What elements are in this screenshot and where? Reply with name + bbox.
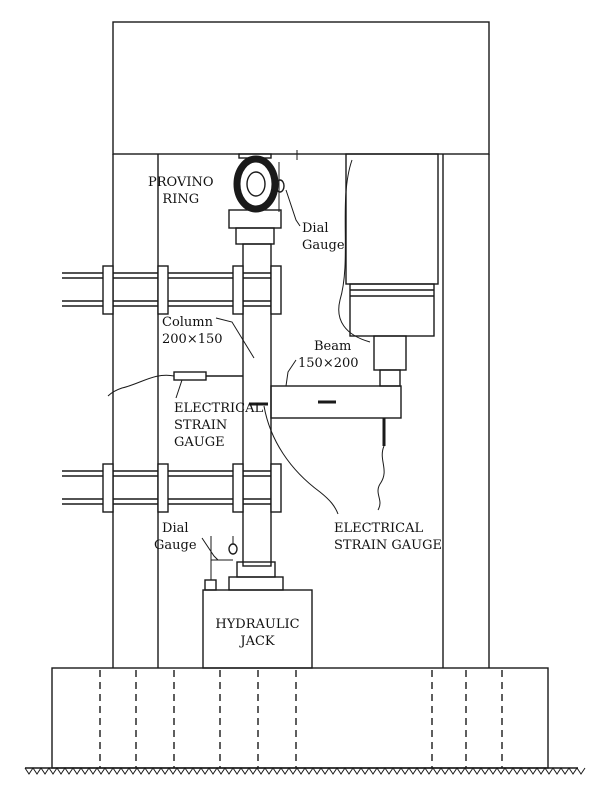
dial-gauge-bottom-label: Dial Gauge [154, 521, 197, 553]
ground-hatch [24, 767, 586, 775]
provino-ring-label: PROVINO RING [148, 175, 214, 207]
hydraulic-jack [202, 589, 313, 669]
electrical-strain-gauge-right-label: ELECTRICAL STRAIN GAUGE [334, 521, 442, 553]
loading-plunger [373, 335, 407, 371]
base-block [51, 667, 549, 769]
dial-gauge-bottom-dial [228, 543, 238, 555]
jack-top-plate [228, 576, 284, 591]
upper-clamp [62, 265, 282, 315]
dial-gauge-top-dial [275, 179, 285, 193]
top-crosshead [112, 21, 490, 155]
beam [270, 385, 402, 419]
beam-label: Beam 150×200 [298, 339, 359, 371]
column-leader [215, 317, 255, 359]
column-top-cap [235, 227, 275, 245]
lower-clamp [62, 463, 282, 513]
left-gauge-leader [175, 379, 183, 399]
beam-leader [285, 359, 297, 387]
electrical-strain-gauge-left-label: ELECTRICAL STRAIN GAUGE [174, 401, 264, 450]
ram-cable [338, 159, 371, 343]
loading-ram-lower [349, 283, 435, 337]
dial-gauge-top-label: Dial Gauge [302, 221, 345, 253]
proving-ring [233, 155, 279, 213]
loading-plunger-tip [379, 369, 401, 387]
column-label: Column 200×150 [162, 315, 223, 347]
ring-base-plate [228, 209, 282, 229]
beam-gauge-cable [377, 445, 385, 511]
column-gauge-cable [263, 405, 339, 515]
left-gauge-cable [107, 374, 175, 397]
base-dashed-lines [99, 670, 503, 768]
hydraulic-jack-label: HYDRAULIC JACK [215, 617, 300, 649]
electrical-strain-gauge-left [173, 371, 207, 381]
loading-ram-upper [345, 153, 439, 285]
